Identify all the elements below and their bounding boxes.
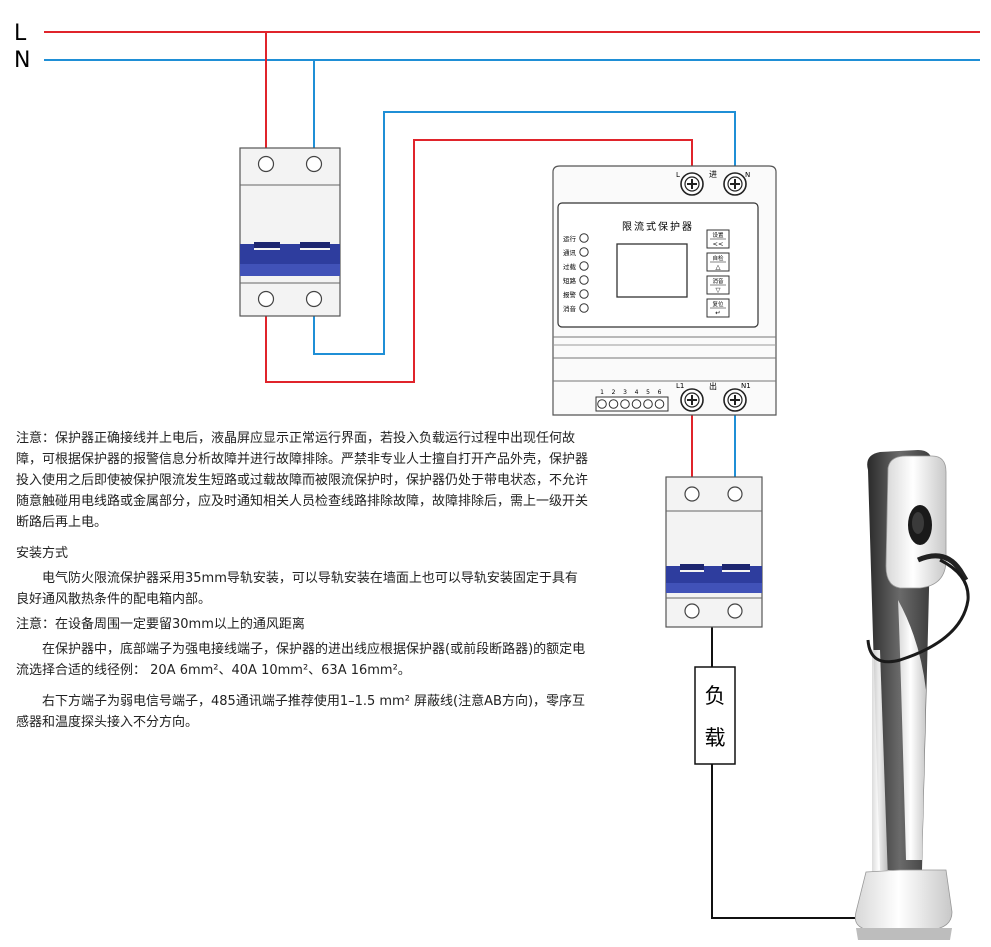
signal-terminal-icon xyxy=(620,399,630,409)
terminal-screw-icon xyxy=(680,172,704,196)
indicator-label: 过载 xyxy=(563,262,577,271)
button-label: 自检 xyxy=(712,254,724,262)
breaker-terminal-icon xyxy=(305,155,323,173)
button-symbol-icon: ↵ xyxy=(715,309,720,317)
indicator-led-icon xyxy=(579,289,589,299)
breaker-terminal-icon xyxy=(257,290,275,308)
signal-terminal-number: 3 xyxy=(623,389,627,396)
lcd-screen xyxy=(616,243,688,298)
terminal-screw-icon xyxy=(723,388,747,412)
breaker-terminal-icon xyxy=(727,486,743,502)
ev-charger-image xyxy=(854,450,970,940)
indicator-led-icon xyxy=(579,247,589,257)
signal-terminal-number: 4 xyxy=(635,389,639,396)
terminal-label-L: L xyxy=(676,171,680,179)
signal-terminal-icon xyxy=(654,399,665,409)
indicator-label: 运行 xyxy=(563,234,577,243)
button-list: 设置<< 自检△ 消音▽ 复位↵ xyxy=(706,229,730,318)
terminal-label-N: N xyxy=(745,171,750,179)
output-label: 出 xyxy=(709,381,717,391)
terminal-label-N1: N1 xyxy=(741,382,751,390)
protector-button[interactable]: 自检△ xyxy=(706,252,730,272)
notes-section: 注意：保护器正确接线并上电后，液晶屏应显示正常运行界面，若投入负载运行过程中出现… xyxy=(16,428,588,737)
breaker-terminal-icon xyxy=(684,603,700,619)
protector-title: 限流式保护器 xyxy=(622,220,694,233)
breaker-terminal-icon xyxy=(305,290,323,308)
load-char-2: 载 xyxy=(705,726,726,750)
button-symbol-icon: ▽ xyxy=(716,286,721,294)
indicator-label: 通讯 xyxy=(563,248,577,257)
signal-terminal-icon xyxy=(631,399,642,409)
breaker-terminal-icon xyxy=(257,155,275,173)
protector-button[interactable]: 设置<< xyxy=(706,229,730,249)
note-paragraph-4: 在保护器中，底部端子为强电接线端子，保护器的进出线应根据保护器(或前段断路器)的… xyxy=(16,642,586,678)
button-label: 消音 xyxy=(712,277,724,285)
signal-terminal-number: 6 xyxy=(658,389,662,396)
breaker-terminal-icon xyxy=(684,486,700,502)
terminal-screw-icon xyxy=(680,388,704,412)
indicator-label: 报警 xyxy=(563,290,577,299)
main-circuit-breaker xyxy=(239,147,341,317)
button-label: 设置 xyxy=(712,231,724,239)
indicator-label: 短路 xyxy=(563,276,577,285)
breaker-terminal-icon xyxy=(727,603,743,619)
load-wire-bottom xyxy=(711,764,860,919)
note-paragraph-5: 右下方端子为弱电信号端子，485通讯端子推荐使用1–1.5 mm² 屏蔽线(注意… xyxy=(16,694,586,730)
line-L-label: L xyxy=(14,21,27,46)
indicator-led-icon xyxy=(579,233,589,243)
live-wire-to-protector xyxy=(265,139,693,383)
load-circuit-breaker xyxy=(665,476,763,628)
protector-button[interactable]: 复位↵ xyxy=(706,298,730,318)
signal-terminal-number: 1 xyxy=(600,389,604,396)
button-label: 复位 xyxy=(712,300,724,308)
indicator-label: 消音 xyxy=(563,304,577,313)
load-box: 负 载 xyxy=(694,666,736,765)
signal-terminal-icon xyxy=(608,399,619,409)
indicator-led-icon xyxy=(579,303,589,313)
note-paragraph-1: 注意：保护器正确接线并上电后，液晶屏应显示正常运行界面，若投入负载运行过程中出现… xyxy=(16,431,589,530)
protector-button[interactable]: 消音▽ xyxy=(706,275,730,295)
button-symbol-icon: △ xyxy=(716,263,721,271)
button-symbol-icon: << xyxy=(713,240,724,248)
signal-terminal-number: 2 xyxy=(612,389,616,396)
note-paragraph-2: 电气防火限流保护器采用35mm导轨安装，可以导轨安装在墙面上也可以导轨安装固定于… xyxy=(16,571,578,607)
signal-terminal-icon xyxy=(643,399,653,409)
terminal-screw-icon xyxy=(723,172,747,196)
install-title: 安装方式 xyxy=(16,546,69,561)
signal-terminal-icon xyxy=(597,399,607,409)
terminal-label-L1: L1 xyxy=(676,382,684,390)
note-paragraph-3: 注意：在设备周围一定要留30mm以上的通风距离 xyxy=(16,617,305,632)
line-N-label: N xyxy=(14,48,30,73)
neutral-wire-to-protector xyxy=(313,111,736,355)
indicator-led-icon xyxy=(579,261,589,271)
signal-terminal-number: 5 xyxy=(646,389,650,396)
input-label: 进 xyxy=(709,170,717,179)
indicator-led-icon xyxy=(579,275,589,285)
load-char-1: 负 xyxy=(705,684,726,708)
